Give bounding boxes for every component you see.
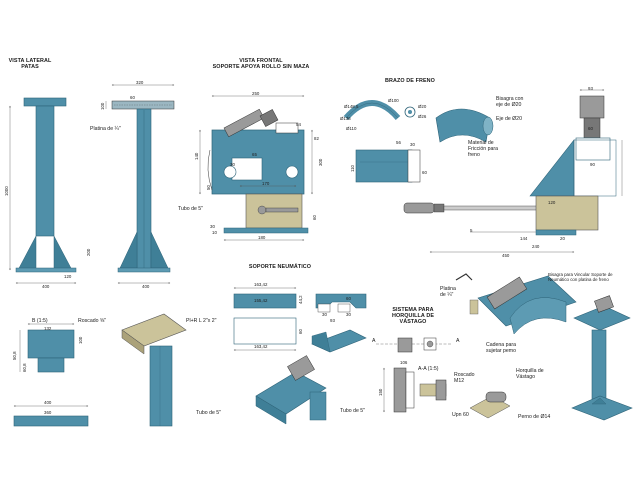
dim-label: 144 — [520, 236, 528, 241]
callout-platina-14: Platina de ¼" — [90, 126, 121, 132]
dim-label: 60 — [422, 170, 427, 175]
frontal-view — [199, 95, 313, 241]
dim-label: 132 — [44, 326, 52, 331]
callout-roscado-58: Roscado ⅝" — [78, 318, 107, 324]
dim-label: Ø136 — [340, 116, 351, 121]
pneumatic-support-view — [233, 287, 367, 425]
dim-label: 155,42 — [254, 298, 268, 303]
callout-roscado-m12: Roscado M12 — [454, 372, 475, 384]
dim-label: 200 — [86, 248, 91, 256]
dim-label: 100 — [78, 336, 83, 344]
callout-tubo-5c: Tubo de 5" — [340, 408, 366, 414]
lateral-view-title: VISTA LATERAL PATAS — [8, 58, 52, 70]
dim-label: 250 — [252, 91, 260, 96]
dim-label: 240 — [532, 244, 540, 249]
dim-label: 10 — [212, 230, 217, 235]
dim-label: 110 — [350, 165, 355, 172]
callout-horquilla: Horquilla de Vástago — [516, 368, 544, 380]
dim-label: 60 — [298, 329, 303, 334]
dim-label: 163,42 — [254, 282, 268, 287]
dim-label: 30 — [322, 312, 327, 317]
dim-label: 60 — [130, 95, 135, 100]
dim-label: 106 — [400, 360, 408, 365]
detail-b-view — [13, 323, 89, 427]
dim-label: 30 — [410, 142, 415, 147]
dim-label: 400 — [42, 284, 50, 289]
dim-label: 140 — [194, 152, 199, 160]
dim-label: 170 — [262, 181, 270, 186]
callout-platina-14b: Platina de ¼" — [440, 286, 456, 298]
brake-arm-view — [343, 100, 575, 253]
dim-label: 1000 — [4, 186, 9, 196]
dim-label: Ø20 — [418, 104, 427, 109]
dim-label: 360 — [44, 410, 52, 415]
dim-label: 90 — [590, 162, 595, 167]
dim-label: 50 — [206, 185, 211, 190]
dim-label: 54 — [296, 122, 301, 127]
dim-label: 82 — [314, 136, 319, 141]
callout-cadena: Cadena para sujetar pemo — [486, 342, 516, 354]
dim-label: 320 — [136, 80, 144, 85]
dim-label: 120 — [64, 274, 72, 279]
column-tube — [35, 105, 55, 237]
dim-label: Ø26 — [418, 114, 427, 119]
dim-label: 93 — [330, 318, 335, 323]
dim-label: 60,8 — [22, 363, 27, 372]
dim-label: Ø110 — [346, 126, 357, 131]
dim-label: 30 — [230, 162, 235, 167]
callout-bisagra-vincular: Bisagra para Vincular Soporte de Neumáti… — [548, 272, 613, 282]
pneumatic-support-title: SOPORTE NEUMÁTICO — [248, 264, 312, 270]
rod-fork-title: SISTEMA PARA HORQUILLA DE VÁSTAGO — [391, 307, 435, 325]
dim-label: 5 — [470, 228, 473, 233]
dim-label: Ø100 — [388, 98, 399, 103]
dim-label: 60 — [588, 126, 593, 131]
assembly-isometric-view — [455, 273, 577, 335]
callout-material-friccion: Material de Fricción para freno — [468, 140, 498, 158]
dim-label: 30 — [210, 224, 215, 229]
dim-label: 30 — [346, 312, 351, 317]
dim-label: 60 — [312, 215, 317, 220]
frontal-view-title: VISTA FRONTAL SOPORTE APOYA ROLLO SIN MA… — [212, 58, 310, 70]
top-plate — [23, 97, 67, 107]
dim-label: 450 — [502, 253, 510, 258]
dim-label: 65 — [252, 152, 257, 157]
dim-label: 60 — [346, 296, 351, 301]
column-isometric-view — [121, 313, 187, 427]
callout-perno: Perno de Ø14 — [518, 414, 551, 420]
dim-label: 163,42 — [254, 344, 268, 349]
callout-tubo-5b: Tubo de 5" — [196, 410, 222, 416]
gusset-right — [53, 235, 73, 271]
lateral-view-solid — [9, 97, 77, 284]
dim-label: 120 — [548, 200, 556, 205]
section-mark-a-left: A — [372, 338, 376, 344]
support-assembly-right — [529, 89, 623, 236]
dim-label: 100 — [100, 102, 105, 110]
rod-fork-view — [376, 337, 511, 419]
callout-pl-l: Pl+R L 2"x 2" — [186, 318, 217, 324]
callout-eje-20: Eje de Ø20 — [496, 116, 522, 122]
dim-label: 180 — [258, 235, 266, 240]
callout-aa-scale: A-A (1:5) — [418, 366, 439, 372]
dim-label: Ø148,5 — [344, 104, 359, 109]
callout-bisagra-eje: Bisagra con eje de Ø20 — [496, 96, 524, 108]
column-right-isometric-view — [571, 295, 633, 421]
callout-upn: Upn 60 — [452, 412, 469, 418]
dim-label: 150 — [378, 388, 383, 396]
gusset-left — [17, 235, 37, 271]
dim-label: 300 — [318, 158, 323, 166]
dim-label: 400 — [44, 400, 52, 405]
dim-label: 44,2 — [298, 295, 303, 304]
dim-label: 93 — [588, 86, 593, 91]
dim-label: 50,8 — [12, 351, 17, 360]
dim-label: 56 — [396, 140, 401, 145]
base-plate — [15, 267, 77, 273]
callout-b-scale: B (1:5) — [32, 318, 48, 324]
lateral-view-wire — [105, 84, 175, 284]
dim-label: 20 — [560, 236, 565, 241]
dim-label: 400 — [142, 284, 150, 289]
section-mark-a-right: A — [456, 338, 460, 344]
brake-arm-title: BRAZO DE FRENO — [385, 78, 435, 84]
callout-tubo-5: Tubo de 5" — [178, 206, 204, 212]
